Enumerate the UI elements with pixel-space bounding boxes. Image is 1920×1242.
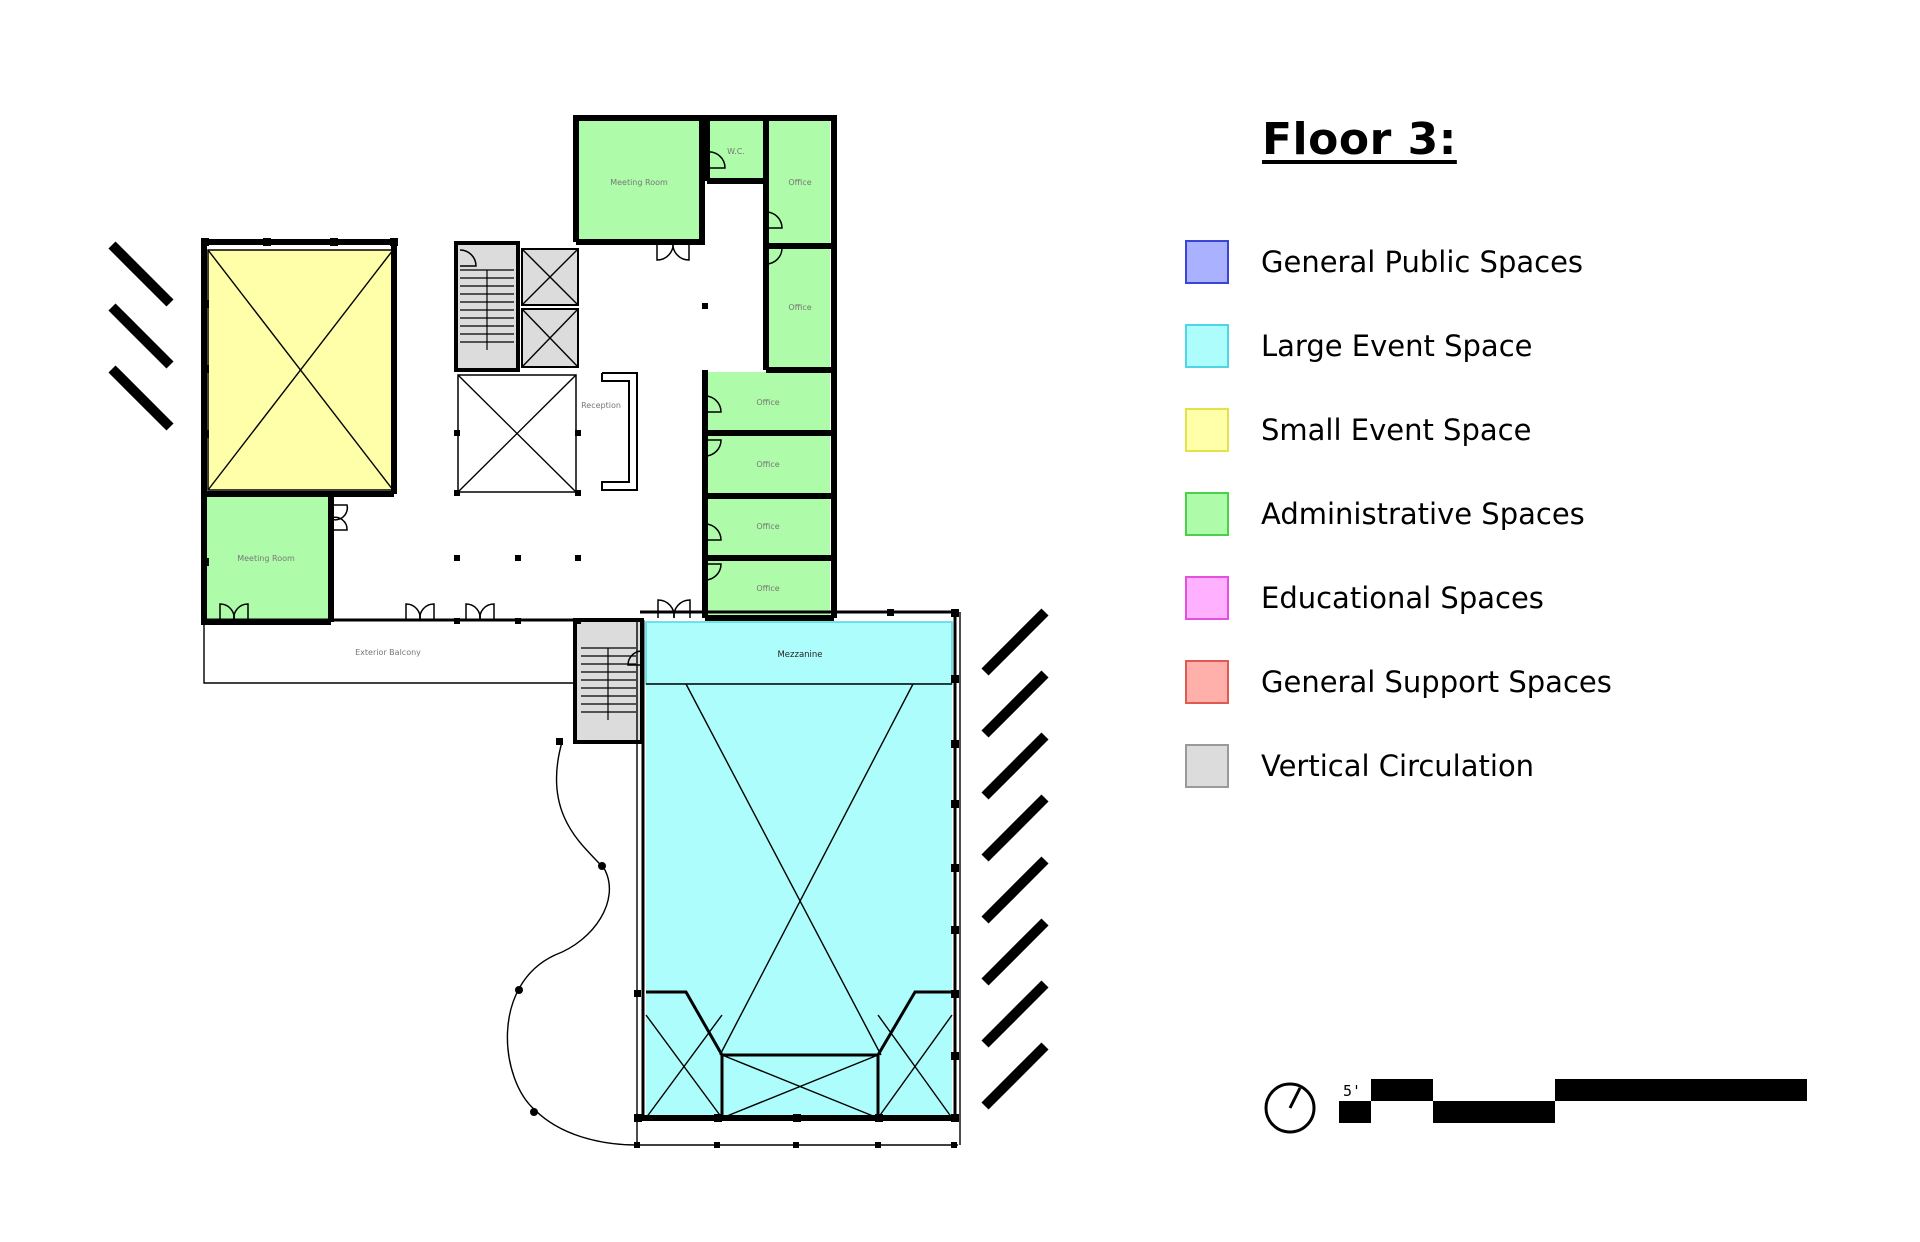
- scale-label-40: 40': [1559, 1106, 1586, 1124]
- legend-swatch-large-event: [1185, 324, 1229, 368]
- legend-swatch-vertical-circulation: [1185, 744, 1229, 788]
- legend-swatch-small-event: [1185, 408, 1229, 452]
- elevators: [521, 248, 579, 368]
- office-top-2: Office: [768, 249, 830, 369]
- legend-swatch-administrative: [1185, 492, 1229, 536]
- scale-segment: [1433, 1101, 1555, 1123]
- north-arrow-icon: [1264, 1082, 1316, 1134]
- columns: [201, 238, 959, 1148]
- office-5-label: Office: [756, 522, 779, 531]
- doors: [219, 151, 783, 666]
- legend-item-large-event: Large Event Space: [1185, 324, 1612, 408]
- office-3: Office: [706, 372, 830, 432]
- scale-label-10: 10': [1373, 1106, 1400, 1124]
- office-3-label: Office: [756, 398, 779, 407]
- wc: W.C.: [707, 120, 765, 182]
- legend-swatch-general-support: [1185, 660, 1229, 704]
- office-1-label: Office: [788, 178, 811, 187]
- scale-label-5: 5': [1343, 1082, 1361, 1100]
- mezzanine-label: Mezzanine: [777, 650, 822, 660]
- office-2-label: Office: [788, 303, 811, 312]
- legend-item-general-support: General Support Spaces: [1185, 660, 1612, 744]
- meeting-room-top-label: Meeting Room: [610, 178, 668, 187]
- stair-lower: [573, 618, 644, 744]
- legend-label: Small Event Space: [1261, 413, 1532, 447]
- scale-bar: 5' 10' 20' 40': [1339, 1079, 1807, 1124]
- legend-item-vertical-circulation: Vertical Circulation: [1185, 744, 1612, 828]
- legend-label: Vertical Circulation: [1261, 749, 1535, 783]
- legend-item-general-public: General Public Spaces: [1185, 240, 1612, 324]
- wc-label: W.C.: [727, 147, 745, 156]
- hatch-left: [108, 241, 174, 431]
- atrium-opening: [457, 374, 577, 493]
- legend: General Public Spaces Large Event Space …: [1185, 240, 1612, 828]
- reception-label: Reception: [581, 401, 621, 410]
- legend-item-administrative: Administrative Spaces: [1185, 492, 1612, 576]
- office-4: Office: [706, 435, 830, 495]
- stair-upper: [454, 241, 520, 372]
- meeting-room-top: Meeting Room: [576, 120, 702, 242]
- legend-swatch-educational: [1185, 576, 1229, 620]
- legend-swatch-general-public: [1185, 240, 1229, 284]
- office-4-label: Office: [756, 460, 779, 469]
- office-5: Office: [706, 498, 830, 558]
- legend-label: Administrative Spaces: [1261, 497, 1585, 531]
- large-event-space: Mezzanine: [645, 621, 953, 1120]
- meeting-room-left: Meeting Room: [203, 495, 330, 621]
- legend-label: Educational Spaces: [1261, 581, 1544, 615]
- office-6: Office: [706, 560, 830, 618]
- legend-title: Floor 3:: [1262, 114, 1457, 165]
- legend-item-small-event: Small Event Space: [1185, 408, 1612, 492]
- legend-label: General Support Spaces: [1261, 665, 1612, 699]
- legend-item-educational: Educational Spaces: [1185, 576, 1612, 660]
- reception-desk: Reception: [581, 372, 638, 491]
- small-event-space: [207, 249, 394, 491]
- office-top-1: Office: [768, 120, 830, 245]
- meeting-room-left-label: Meeting Room: [237, 554, 295, 563]
- legend-label: Large Event Space: [1261, 329, 1533, 363]
- scale-segment: [1371, 1079, 1433, 1101]
- legend-label: General Public Spaces: [1261, 245, 1584, 279]
- hatch-right: [981, 608, 1049, 1110]
- exterior-balcony-label: Exterior Balcony: [355, 648, 421, 657]
- scale-label-20: 20': [1437, 1082, 1464, 1100]
- office-6-label: Office: [756, 584, 779, 593]
- scale-segment: [1555, 1079, 1807, 1101]
- scale-segment: [1339, 1101, 1371, 1123]
